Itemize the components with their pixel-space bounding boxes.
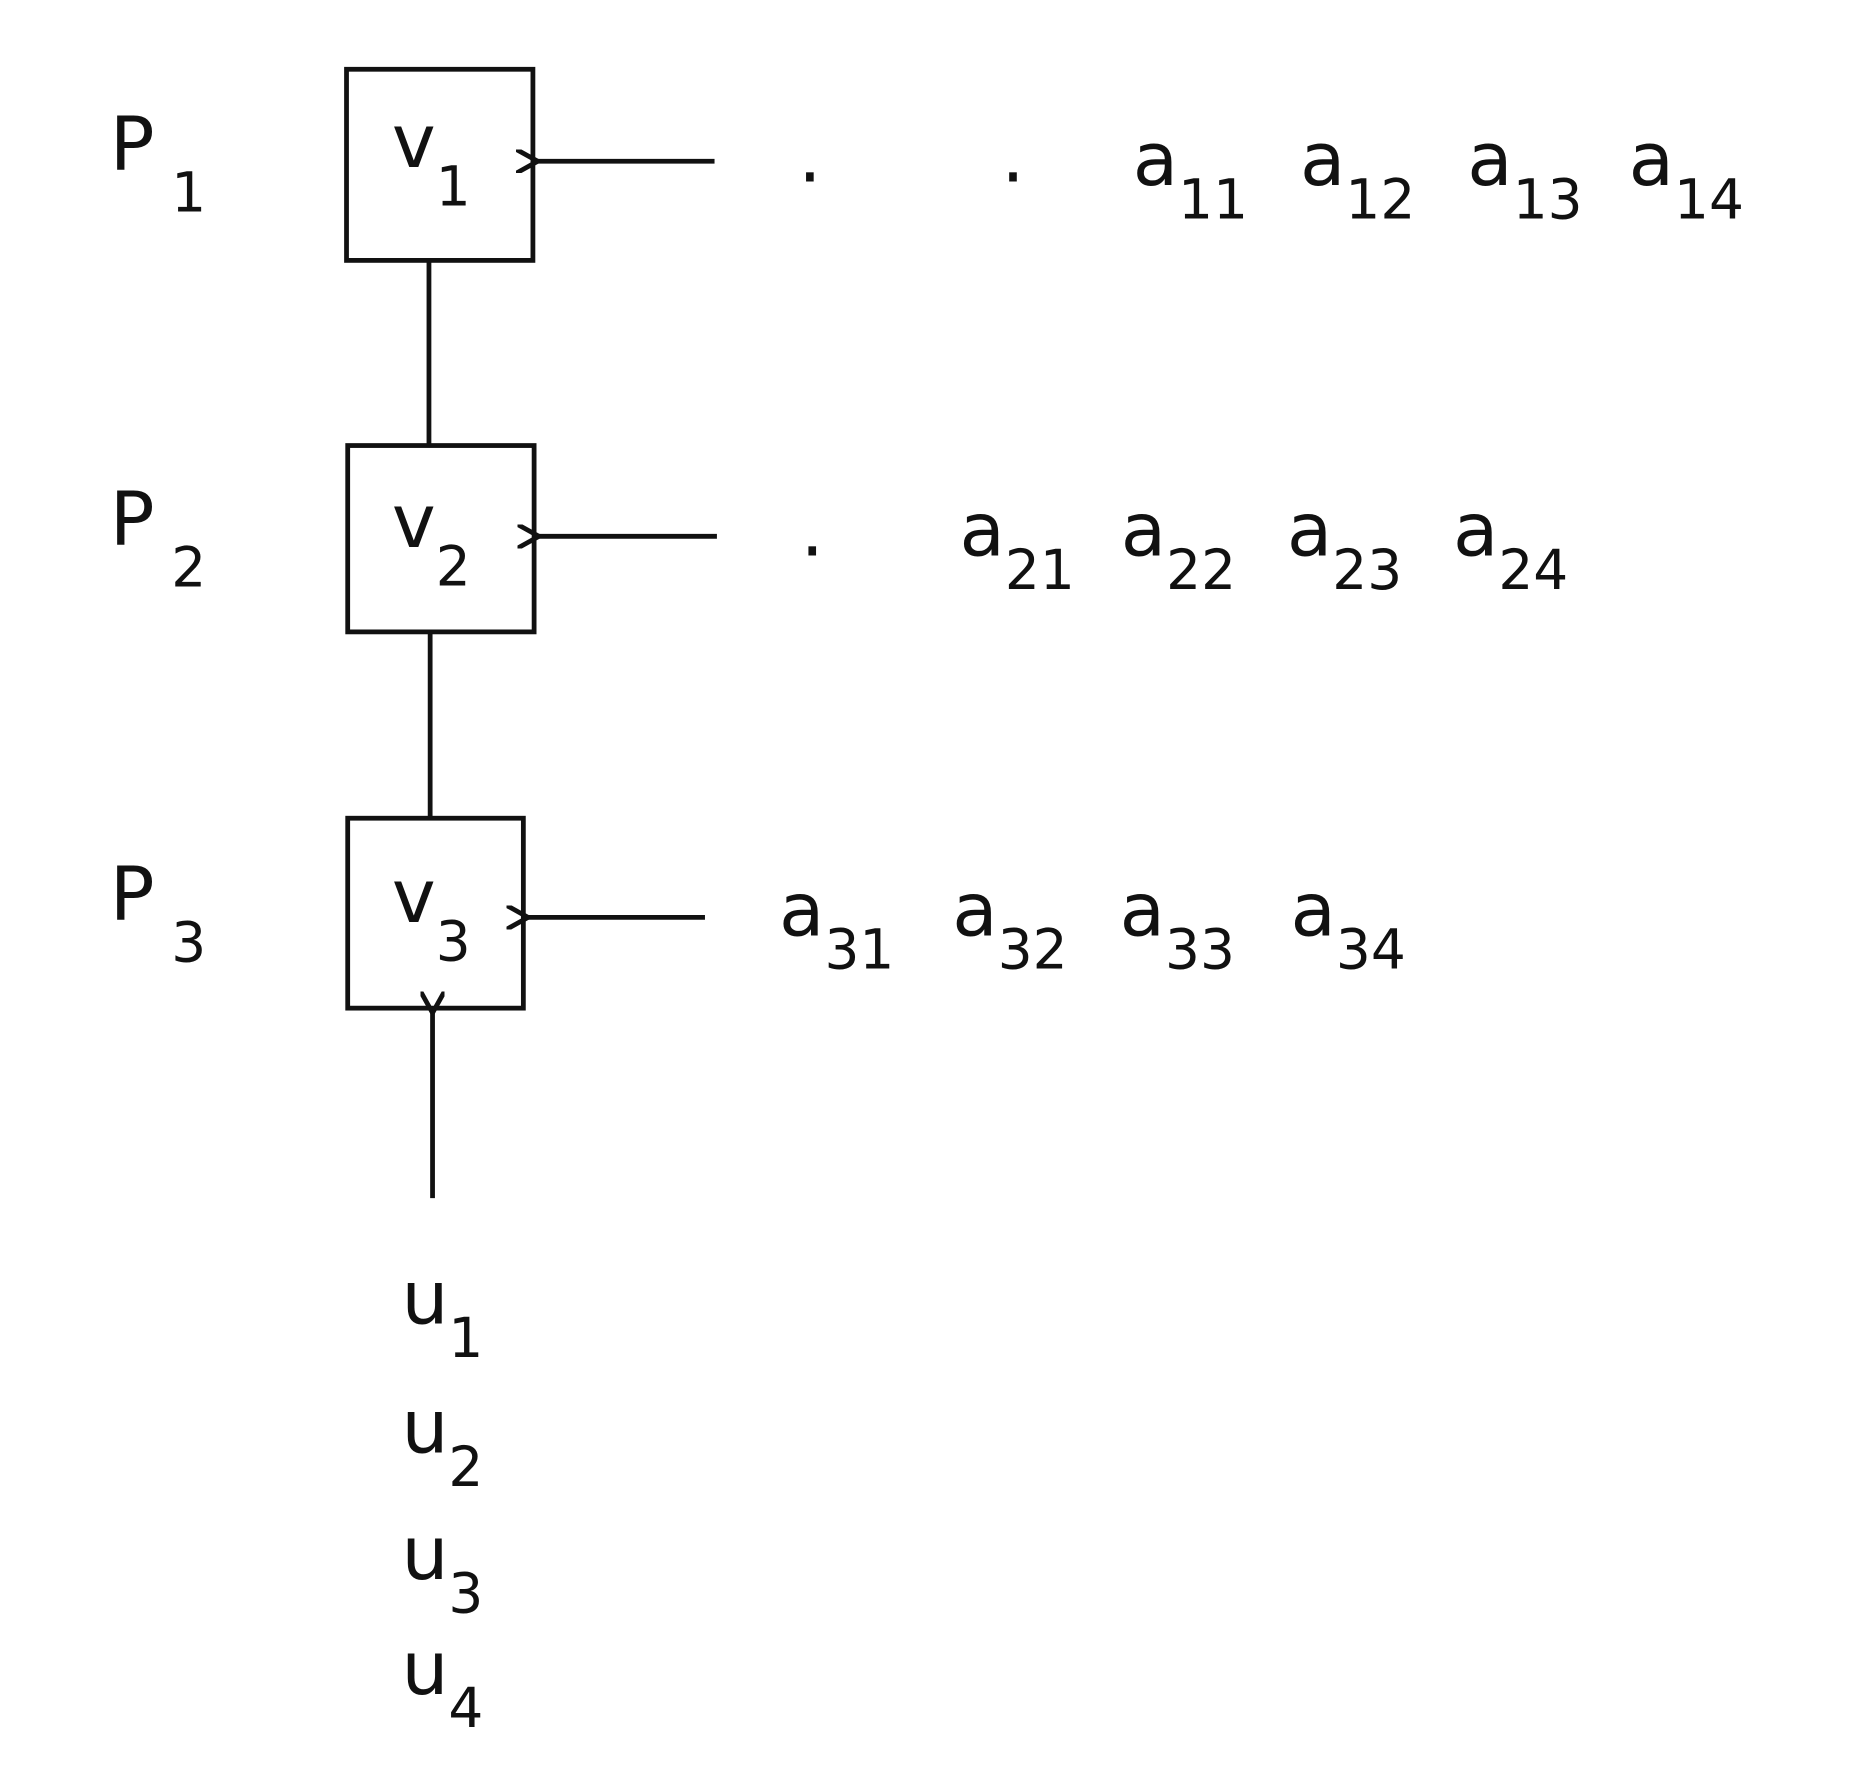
row1-dot-1: . bbox=[798, 114, 822, 200]
node-label-v2: v2 bbox=[392, 479, 471, 598]
processor-label-1: P1 bbox=[110, 102, 206, 225]
element-a22: a22 bbox=[1121, 487, 1236, 601]
element-a33: a33 bbox=[1120, 867, 1235, 981]
element-a21: a21 bbox=[959, 487, 1074, 601]
element-a24: a24 bbox=[1453, 487, 1568, 601]
row2-dot-1: . bbox=[801, 487, 825, 573]
node-label-v1: v1 bbox=[392, 99, 471, 218]
element-a13: a13 bbox=[1467, 117, 1582, 231]
processor-label-2: P2 bbox=[110, 477, 206, 600]
element-a23: a23 bbox=[1287, 487, 1402, 601]
element-a31: a31 bbox=[779, 867, 894, 981]
element-a14: a14 bbox=[1629, 117, 1744, 231]
element-a32: a32 bbox=[952, 867, 1067, 981]
input-u4: u4 bbox=[401, 1626, 483, 1740]
input-u2: u2 bbox=[401, 1385, 483, 1499]
element-a11: a11 bbox=[1133, 117, 1248, 231]
element-a12: a12 bbox=[1300, 117, 1415, 231]
node-box-v2 bbox=[345, 443, 537, 635]
node-label-v3: v3 bbox=[392, 854, 471, 973]
node-box-v3 bbox=[345, 815, 526, 1011]
row1-dot-2: . bbox=[1001, 114, 1025, 200]
element-a34: a34 bbox=[1290, 867, 1405, 981]
input-u1: u1 bbox=[401, 1255, 483, 1369]
processor-label-3: P3 bbox=[110, 852, 206, 975]
input-u3: u3 bbox=[401, 1511, 483, 1625]
